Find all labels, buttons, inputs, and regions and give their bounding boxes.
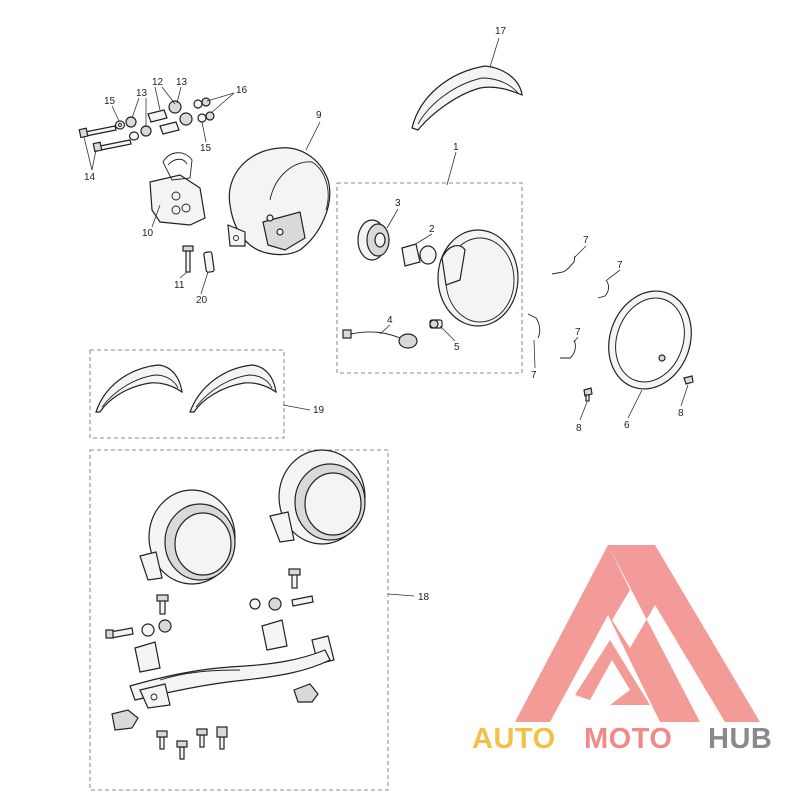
callout-3: 3 (395, 198, 401, 209)
callout-19: 19 (313, 405, 325, 416)
callout-8: 8 (576, 423, 582, 434)
part-6-rim (608, 290, 692, 390)
callout-18: 18 (418, 592, 430, 603)
group-box-auxiliary-lamps (89, 449, 389, 791)
logo-triangle-shape (515, 545, 760, 722)
automotohub-logo (515, 545, 760, 722)
callout-12: 12 (152, 77, 164, 88)
callout-5: 5 (454, 342, 460, 353)
callout-13: 13 (176, 77, 188, 88)
callout-labels: 17 9 1 3 2 4 5 7 7 7 7 6 8 8 10 11 20 12… (84, 26, 684, 603)
callout-17: 17 (495, 26, 507, 37)
part-8-screws (583, 375, 694, 402)
group-box-visors (89, 349, 285, 439)
leader-lines (83, 37, 689, 597)
callout-15: 15 (104, 96, 116, 107)
part-20-sleeve (203, 251, 215, 273)
callout-7: 7 (531, 370, 537, 381)
part-5-pilot-bulb (429, 319, 443, 329)
part-9-headlamp-shell (227, 147, 331, 256)
callout-13: 13 (136, 88, 148, 99)
part-10-bracket (149, 152, 206, 226)
callout-4: 4 (387, 315, 393, 326)
watermark-moto: MOTO (584, 723, 672, 755)
part-2-bulb (401, 243, 437, 267)
part-3-bulb-holder (357, 219, 390, 261)
callout-15: 15 (200, 143, 212, 154)
group-box-headlamp-unit (336, 182, 523, 374)
callout-10: 10 (142, 228, 154, 239)
callout-6: 6 (624, 420, 630, 431)
part-7-clips (527, 255, 609, 359)
hardware-12-16 (78, 97, 215, 153)
callout-8: 8 (678, 408, 684, 419)
part-11-bolt (182, 245, 194, 273)
callout-2: 2 (429, 224, 435, 235)
callout-7: 7 (617, 260, 623, 271)
part-17-visor (411, 65, 523, 131)
part-18-auxiliary-lamp-kit (105, 449, 366, 760)
callout-20: 20 (196, 295, 208, 306)
callout-7: 7 (575, 327, 581, 338)
watermark-auto: AUTO (472, 723, 556, 755)
logo-inner-shape (575, 640, 650, 705)
callout-1: 1 (453, 142, 459, 153)
callout-9: 9 (316, 110, 322, 121)
callout-14: 14 (84, 172, 96, 183)
part-1-headlamp-insert (437, 229, 519, 327)
part-19-visors (95, 364, 277, 413)
callout-7: 7 (583, 235, 589, 246)
callout-11: 11 (174, 280, 185, 291)
part-4-wiring-harness (342, 329, 418, 349)
watermark-hub: HUB (708, 723, 772, 755)
callout-16: 16 (236, 85, 248, 96)
